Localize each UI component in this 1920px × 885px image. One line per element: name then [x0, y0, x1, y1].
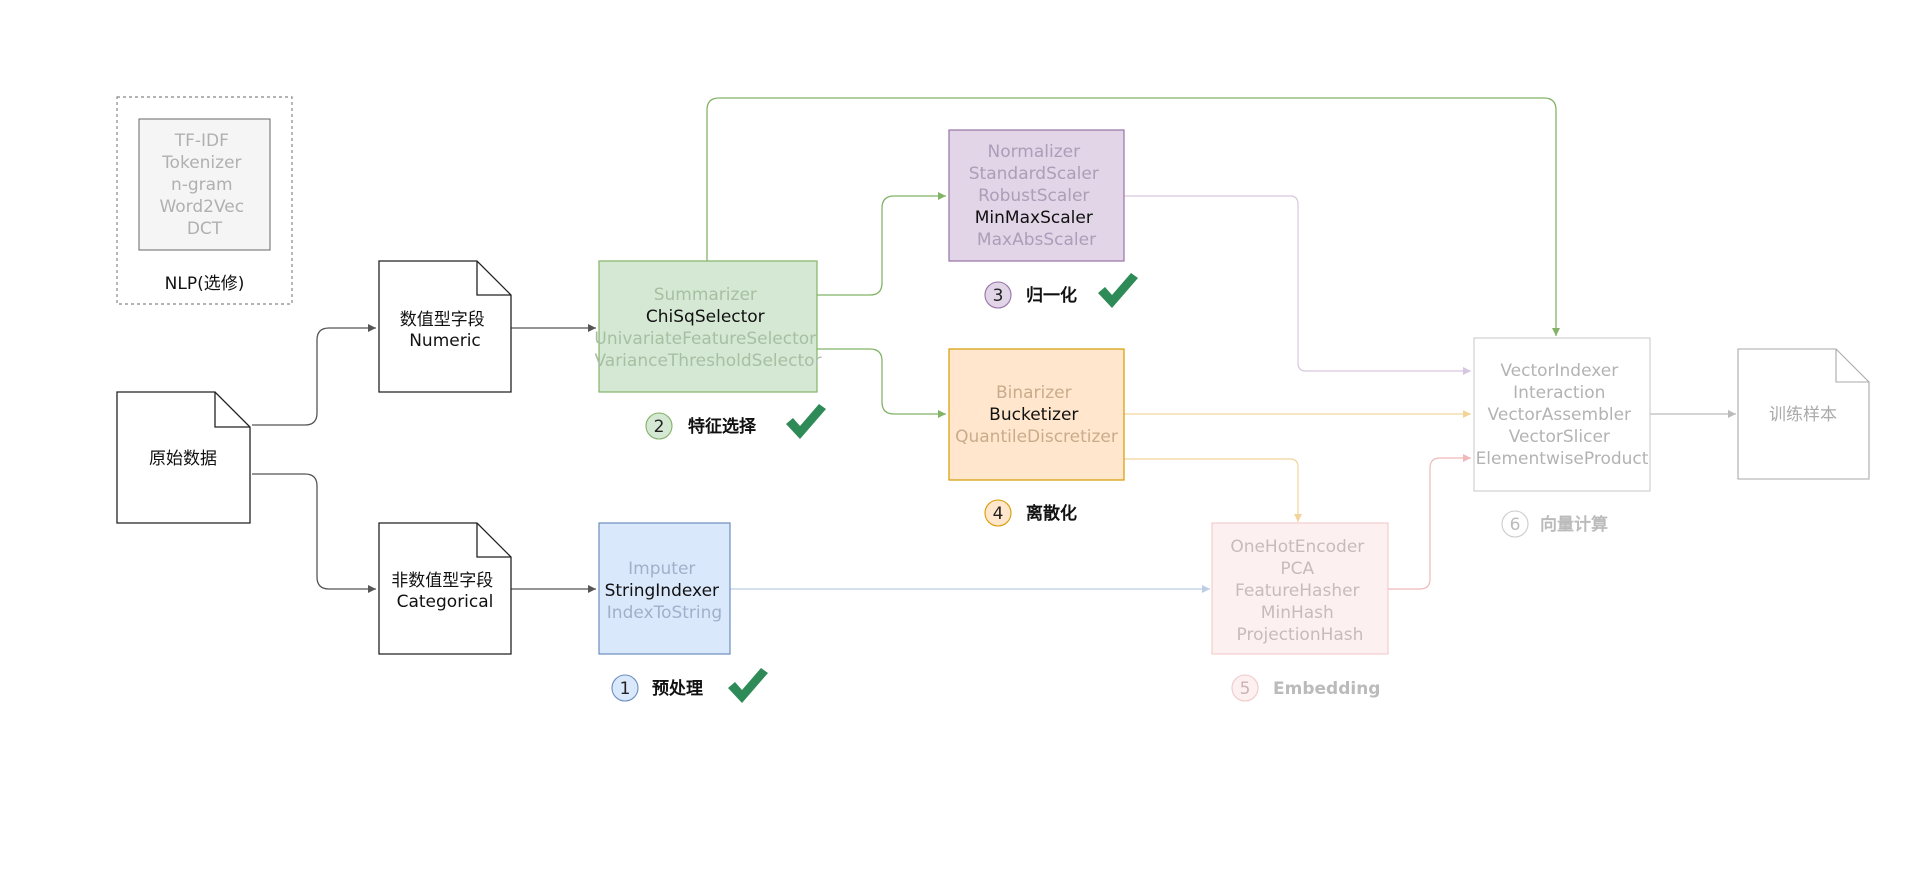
nlp-item: Tokenizer	[161, 153, 241, 173]
edge-feature-select-to-discretize	[817, 348, 946, 418]
box-feature-select: Summarizer ChiSqSelector UnivariateFeatu…	[594, 260, 822, 393]
nlp-caption: NLP(选修)	[165, 274, 245, 294]
svg-text:Binarizer Bucketizer: Binarizer Bucketizer QuantileDiscretizer	[955, 383, 1118, 447]
svg-text:数值型字段 Numeric: 数值型字段 Numeric	[400, 310, 490, 351]
box-vector: VectorIndexer Interaction VectorAssemble…	[1473, 337, 1651, 492]
check-icon	[728, 668, 768, 703]
step-number: 6	[1510, 515, 1521, 535]
step-number: 5	[1240, 679, 1251, 699]
step-number-badge	[645, 412, 673, 440]
step-2-caption: 2 特征选择	[645, 404, 826, 440]
step-number-badge	[611, 674, 639, 702]
feature-select-item-highlight: ChiSqSelector	[646, 307, 765, 327]
edge-feature-select-to-vector	[706, 97, 1560, 336]
svg-text:非数值型字段 Categorical: 非数值型字段 Categorical	[391, 571, 498, 612]
numeric-label-cn: 数值型字段	[400, 310, 485, 330]
normalize-item: Normalizer	[987, 142, 1080, 162]
categorical-label-en: Categorical	[397, 592, 494, 612]
vector-item: VectorIndexer	[1500, 361, 1618, 381]
embedding-item: PCA	[1280, 559, 1314, 579]
svg-text:OneHotEncoder PCA: OneHotEncoder PCA FeatureHasher MinHash …	[1230, 537, 1369, 645]
svg-text:Normalizer StandardScale: Normalizer StandardScaler RobustScaler M…	[969, 142, 1104, 250]
feature-select-item: UnivariateFeatureSelector	[594, 329, 816, 349]
numeric-label-en: Numeric	[409, 331, 481, 351]
step-number: 3	[993, 286, 1004, 306]
svg-text:Summarizer ChiSqSelector: Summarizer ChiSqSelector UnivariateFeatu…	[594, 285, 821, 371]
embedding-item: OneHotEncoder	[1230, 537, 1364, 557]
step-label: Embedding	[1273, 679, 1380, 699]
embedding-item: ProjectionHash	[1237, 625, 1364, 645]
nlp-item: TF-IDF	[174, 131, 229, 151]
step-number-badge	[1501, 510, 1529, 538]
categorical-label-cn: 非数值型字段	[391, 571, 493, 591]
connectors	[252, 97, 1736, 593]
step-label: 归一化	[1026, 285, 1077, 306]
check-icon	[786, 404, 826, 439]
doc-numeric: 数值型字段 Numeric	[378, 260, 512, 393]
preprocess-item: IndexToString	[607, 603, 722, 623]
vector-item: Interaction	[1513, 383, 1605, 403]
step-number-badge	[984, 281, 1012, 309]
step-3-caption: 3 归一化	[984, 273, 1138, 309]
edge-raw-to-categorical	[252, 473, 376, 593]
discretize-item-highlight: Bucketizer	[989, 405, 1078, 425]
feature-select-item: Summarizer	[654, 285, 757, 305]
nlp-item: n-gram	[171, 175, 233, 195]
vector-item: ElementwiseProduct	[1476, 449, 1649, 469]
nlp-item: Word2Vec	[159, 197, 244, 217]
doc-training-samples: 训练样本	[1737, 348, 1870, 480]
edge-feature-select-to-normalize	[817, 192, 946, 296]
doc-categorical: 非数值型字段 Categorical	[378, 522, 512, 655]
step-6-caption: 6 向量计算	[1501, 510, 1608, 538]
step-1-caption: 1 预处理	[611, 668, 768, 703]
normalize-item: RobustScaler	[978, 186, 1089, 206]
preprocess-item-highlight: StringIndexer	[605, 581, 719, 601]
discretize-item: Binarizer	[996, 383, 1072, 403]
preprocess-item: Imputer	[628, 559, 695, 579]
raw-data-label: 原始数据	[149, 449, 217, 469]
svg-text:VectorIndexer Interactio: VectorIndexer Interaction VectorAssemble…	[1476, 361, 1649, 469]
step-number-badge	[1231, 674, 1259, 702]
embedding-item: FeatureHasher	[1235, 581, 1360, 601]
box-normalize: Normalizer StandardScaler RobustScaler M…	[948, 129, 1125, 262]
edge-normalize-to-vector	[1124, 195, 1471, 375]
edge-embedding-to-vector	[1388, 454, 1471, 590]
vector-item: VectorAssembler	[1488, 405, 1632, 425]
step-number-badge	[984, 499, 1012, 527]
nlp-group: TF-IDF Tokenizer n-gram Word2Vec DCT NLP…	[116, 96, 293, 305]
edge-discretize-to-embedding	[1124, 458, 1302, 522]
nlp-dashed-frame	[116, 96, 293, 305]
normalize-item-highlight: MinMaxScaler	[975, 208, 1093, 228]
step-label: 特征选择	[688, 416, 757, 437]
feature-select-item: VarianceThresholdSelector	[594, 351, 821, 371]
normalize-item: StandardScaler	[969, 164, 1099, 184]
step-label: 预处理	[652, 678, 703, 699]
discretize-item: QuantileDiscretizer	[955, 427, 1118, 447]
embedding-item: MinHash	[1261, 603, 1334, 623]
step-label: 离散化	[1026, 503, 1077, 524]
box-discretize: Binarizer Bucketizer QuantileDiscretizer	[948, 348, 1125, 481]
step-number: 1	[620, 679, 631, 699]
vector-item: VectorSlicer	[1509, 427, 1610, 447]
training-samples-label: 训练样本	[1769, 405, 1837, 425]
step-number: 2	[654, 417, 665, 437]
svg-text:TF-IDF Tokenizer n: TF-IDF Tokenizer n-gram Word2Vec DCT	[159, 131, 249, 239]
check-icon	[1098, 273, 1138, 308]
normalize-item: MaxAbsScaler	[977, 230, 1096, 250]
step-number: 4	[993, 504, 1004, 524]
step-4-caption: 4 离散化	[984, 499, 1077, 527]
box-embedding: OneHotEncoder PCA FeatureHasher MinHash …	[1211, 522, 1389, 655]
step-5-caption: 5 Embedding	[1231, 674, 1380, 702]
box-preprocess: Imputer StringIndexer IndexToString	[598, 522, 731, 655]
nlp-box	[138, 118, 271, 251]
edge-raw-to-numeric	[252, 324, 376, 426]
doc-raw-data: 原始数据	[116, 391, 251, 524]
nlp-item: DCT	[187, 219, 223, 239]
step-label: 向量计算	[1540, 514, 1608, 535]
svg-text:Imputer StringIndexer: Imputer StringIndexer IndexToString	[605, 559, 725, 623]
